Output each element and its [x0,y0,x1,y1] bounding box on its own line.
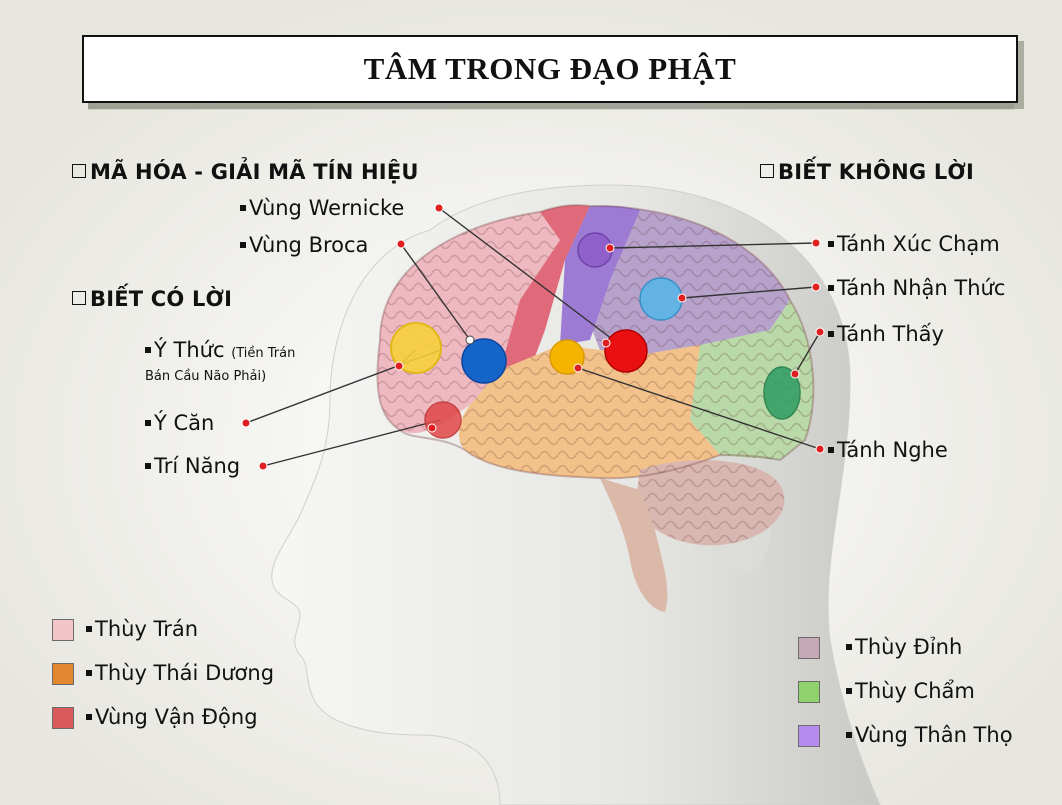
legend-swatch-thuy-cham [798,681,820,703]
label-broca-text: Vùng Broca [249,233,368,257]
label-nhan-thuc-text: Tánh Nhận Thức [837,276,1005,300]
circle-wernicke [605,330,647,372]
circle-tri-nang [425,402,461,438]
circle-nhan-thuc [640,278,682,320]
bullet-icon [846,732,852,738]
label-y-thuc-note: (Tiền Trán [231,346,295,361]
bullet-icon [828,285,834,291]
legend-swatch-thuy-tran [52,619,74,641]
label-y-thuc-note-2: Bán Cầu Não Phải) [145,369,266,384]
legend-label-thuy-tran-text: Thùy Trán [95,617,198,641]
label-nghe-text: Tánh Nghe [837,438,948,462]
label-y-thuc-text: Ý Thức [154,338,225,362]
bullet-icon [86,670,92,676]
label-thay: Tánh Thấy [828,322,944,346]
legend-label-vung-van-dong: Vùng Vận Động [86,705,258,729]
legend-label-thuy-cham: Thùy Chẩm [846,679,975,703]
label-y-can: Ý Căn [145,411,214,435]
bullet-icon [145,347,151,353]
bullet-icon [240,205,246,211]
legend-label-thuy-dinh-text: Thùy Đỉnh [855,635,962,659]
label-wernicke-text: Vùng Wernicke [249,196,404,220]
heading-nonverbal: BIẾT KHÔNG LỜI [760,160,974,184]
checkbox-square-icon [72,164,86,178]
label-xuc-cham-text: Tánh Xúc Chạm [837,232,1000,256]
bullet-icon [145,463,151,469]
label-y-can-text: Ý Căn [154,411,214,435]
legend-label-vung-van-dong-text: Vùng Vận Động [95,705,258,729]
label-broca: Vùng Broca [240,233,368,257]
heading-nonverbal-text: BIẾT KHÔNG LỜI [778,160,974,184]
bullet-icon [86,714,92,720]
label-tri-nang-text: Trí Năng [154,454,240,478]
bullet-icon [846,688,852,694]
legend-label-thuy-thai-duong: Thùy Thái Dương [86,661,274,685]
checkbox-square-icon [72,291,86,305]
heading-verbal: BIẾT CÓ LỜI [72,287,232,311]
label-nghe: Tánh Nghe [828,438,948,462]
bullet-icon [846,644,852,650]
label-wernicke: Vùng Wernicke [240,196,404,220]
bullet-icon [828,331,834,337]
bullet-icon [86,626,92,632]
legend-swatch-vung-van-dong [52,707,74,729]
label-y-thuc: Ý Thức (Tiền Trán [145,338,295,362]
circle-broca [462,339,506,383]
legend-swatch-vung-than-tho [798,725,820,747]
legend-label-vung-than-tho: Vùng Thân Thọ [846,723,1013,747]
legend-label-thuy-dinh: Thùy Đỉnh [846,635,962,659]
title-box: TÂM TRONG ĐẠO PHẬT [82,35,1018,103]
bullet-icon [828,241,834,247]
legend-label-thuy-thai-duong-text: Thùy Thái Dương [95,661,274,685]
heading-encode: MÃ HÓA - GIẢI MÃ TÍN HIỆU [72,160,419,184]
heading-verbal-text: BIẾT CÓ LỜI [90,287,232,311]
legend-label-thuy-cham-text: Thùy Chẩm [855,679,975,703]
legend-swatch-thuy-dinh [798,637,820,659]
label-thay-text: Tánh Thấy [837,322,944,346]
checkbox-square-icon [760,164,774,178]
bullet-icon [828,447,834,453]
page-title: TÂM TRONG ĐẠO PHẬT [364,51,737,87]
bullet-icon [145,420,151,426]
label-tri-nang: Trí Năng [145,454,240,478]
bullet-icon [240,242,246,248]
heading-encode-text: MÃ HÓA - GIẢI MÃ TÍN HIỆU [90,160,419,184]
label-nhan-thuc: Tánh Nhận Thức [828,276,1005,300]
label-xuc-cham: Tánh Xúc Chạm [828,232,1000,256]
legend-label-thuy-tran: Thùy Trán [86,617,198,641]
legend-swatch-thuy-thai-duong [52,663,74,685]
legend-label-vung-than-tho-text: Vùng Thân Thọ [855,723,1013,747]
